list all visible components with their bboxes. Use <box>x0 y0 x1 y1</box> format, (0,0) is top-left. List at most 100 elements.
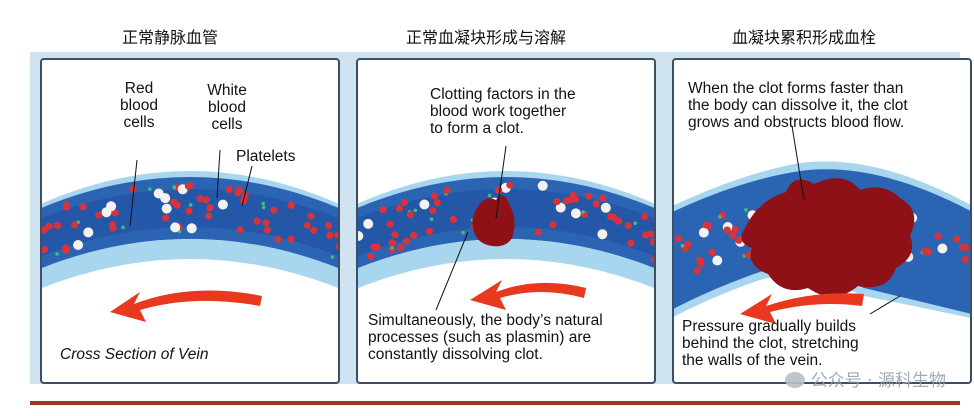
vein-illustration-3 <box>674 125 970 324</box>
red-blood-cell <box>204 212 213 220</box>
red-blood-cell <box>553 198 561 206</box>
red-blood-cell <box>63 203 71 211</box>
red-blood-cell <box>675 234 683 242</box>
red-blood-cell <box>325 221 333 229</box>
red-blood-cell <box>443 186 451 194</box>
red-blood-cell <box>370 243 378 251</box>
red-blood-cell <box>406 211 414 219</box>
red-blood-cell <box>367 253 375 261</box>
white-blood-cell <box>570 208 581 219</box>
lower-wall <box>42 239 338 289</box>
white-blood-cell <box>712 255 723 266</box>
red-blood-cell <box>334 231 338 239</box>
white-blood-cell <box>106 201 117 212</box>
red-blood-cell <box>184 182 193 190</box>
red-blood-cell <box>607 212 615 221</box>
label-white-blood-cells: White blood cells <box>207 82 247 133</box>
red-blood-cell <box>744 251 752 259</box>
red-blood-cell <box>109 224 117 232</box>
red-blood-cell <box>563 197 571 205</box>
white-blood-cell <box>597 229 608 240</box>
red-blood-cell <box>402 237 411 245</box>
red-blood-cell <box>42 226 48 234</box>
red-blood-cell <box>236 226 244 234</box>
panel-clot-formation: Clotting factors in the blood work toget… <box>356 58 656 384</box>
red-blood-cell <box>934 232 942 240</box>
red-blood-cell <box>326 231 334 239</box>
white-blood-cell <box>358 231 364 241</box>
red-blood-cell <box>506 181 514 189</box>
white-blood-cell <box>161 203 172 214</box>
red-blood-cell <box>202 196 210 204</box>
red-blood-cell <box>253 217 261 225</box>
red-blood-cell <box>162 214 170 222</box>
vein-illustration-2 <box>358 145 654 311</box>
red-blood-cell <box>386 220 394 228</box>
pointer-bottom <box>869 295 901 315</box>
red-blood-cell <box>400 198 408 206</box>
red-blood-cell <box>170 198 178 206</box>
platelet <box>121 225 125 230</box>
white-blood-cell <box>217 199 228 210</box>
small-clot <box>472 195 515 247</box>
red-blood-cell <box>262 219 270 227</box>
watermark: 公众号 · 源科生物 <box>784 366 946 391</box>
watermark-text: 公众号 · 源科生物 <box>810 371 946 391</box>
red-blood-cell <box>731 225 739 233</box>
white-blood-cell <box>537 180 548 191</box>
red-blood-cell <box>647 230 654 238</box>
flow-arrow <box>470 280 586 310</box>
red-blood-cell <box>303 221 311 229</box>
label-clotting-factors: Clotting factors in the blood work toget… <box>430 86 576 137</box>
white-blood-cell <box>600 202 611 213</box>
platelet <box>413 208 418 213</box>
red-blood-cell <box>307 212 315 220</box>
platelet <box>744 208 748 212</box>
red-blood-cell <box>650 255 654 264</box>
blood-cells-group <box>42 182 338 259</box>
red-blood-cell <box>599 194 607 202</box>
footer-bar <box>30 401 960 405</box>
red-blood-cell <box>287 235 295 243</box>
red-blood-cell <box>649 238 654 246</box>
red-blood-cell <box>45 222 53 230</box>
platelet <box>261 201 265 206</box>
red-blood-cell <box>449 215 457 223</box>
platelet <box>330 255 335 259</box>
red-blood-cell <box>425 227 434 236</box>
red-blood-cell <box>79 203 87 211</box>
pointer-platelets <box>241 165 253 207</box>
red-blood-cell <box>735 236 743 244</box>
panel-title-1: 正常静脉血管 <box>121 28 218 47</box>
red-blood-cell <box>729 231 737 239</box>
white-blood-cell <box>186 223 197 234</box>
platelet <box>148 187 152 191</box>
red-blood-cell <box>615 217 623 225</box>
red-blood-cell <box>430 192 438 200</box>
platelet <box>188 203 193 207</box>
red-blood-cell <box>921 247 929 255</box>
label-red-blood-cells: Red blood cells <box>120 80 158 131</box>
platelet <box>633 221 637 225</box>
red-blood-cell <box>641 231 650 239</box>
platelet <box>581 210 585 214</box>
caption-cross-section: Cross Section of Vein <box>60 346 209 363</box>
white-blood-cell <box>73 240 84 250</box>
red-blood-cell <box>391 231 399 239</box>
red-blood-cell <box>129 185 137 193</box>
pointer-white <box>216 149 221 199</box>
platelet <box>172 185 176 189</box>
panel-title-2: 正常血凝块形成与溶解 <box>405 28 566 47</box>
red-blood-cell <box>534 228 542 236</box>
red-blood-cell <box>708 248 716 256</box>
white-blood-cell <box>937 243 948 254</box>
red-blood-cell <box>111 209 119 217</box>
label-clot-forms-faster: When the clot forms faster than the body… <box>688 80 908 131</box>
white-blood-cell <box>83 227 94 238</box>
platelet <box>461 230 465 235</box>
red-blood-cell <box>702 221 710 229</box>
red-blood-cell <box>723 226 731 234</box>
label-pressure-builds: Pressure gradually builds behind the clo… <box>682 318 859 369</box>
red-blood-cell <box>206 204 214 212</box>
red-blood-cell <box>585 192 593 200</box>
